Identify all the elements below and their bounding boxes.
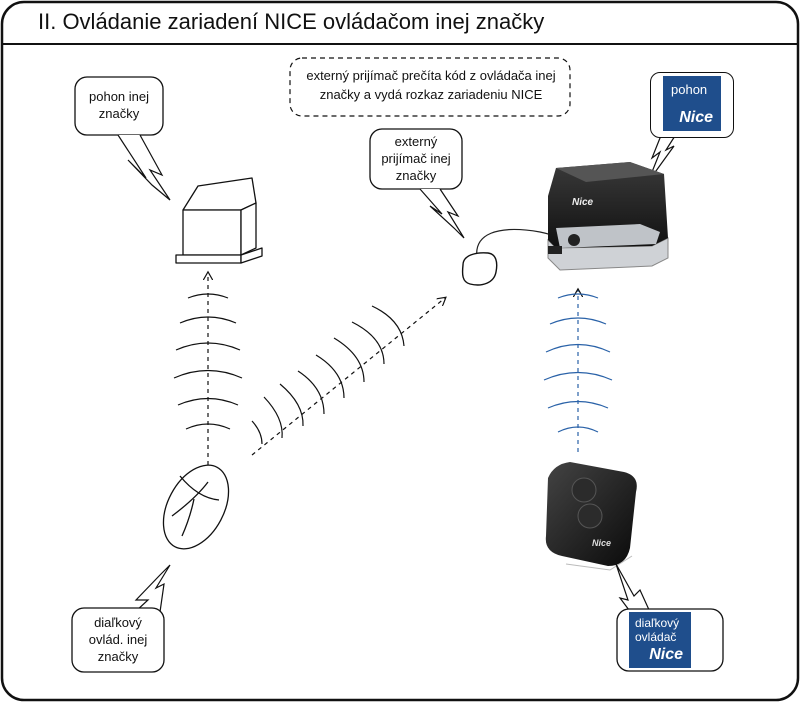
bubble-external-receiver-line: značky	[395, 168, 437, 183]
nice-motor-label-text: pohon	[671, 82, 708, 97]
bubble-other-motor-line: pohon inej	[89, 89, 149, 104]
bubble-external-receiver-line: prijímač inej	[381, 151, 451, 166]
other-remote-device	[162, 464, 230, 550]
note-box	[289, 57, 571, 117]
other-motor-device	[175, 177, 263, 264]
bubble-external-receiver	[369, 128, 465, 239]
nice-motor-device: Nice	[547, 162, 669, 271]
nice-remote-label: diaľkový ovládač Nice	[629, 612, 691, 668]
bubble-external-receiver-line: externý	[394, 134, 438, 149]
bubble-other-remote-line: ovlád. inej	[88, 632, 148, 647]
bubble-other-remote-line: značky	[97, 649, 139, 664]
nice-remote-button-bottom	[577, 503, 603, 529]
bubble-other-remote-line: diaľkový	[94, 615, 142, 630]
signal-to-external-receiver	[251, 298, 445, 456]
note-line: značky a vydá rozkaz zariadeniu NICE	[319, 87, 543, 102]
bubble-other-motor	[74, 76, 171, 201]
bubble-external-receiver-text: externý prijímač inej značky	[370, 133, 462, 184]
nice-remote-logo: Nice	[592, 538, 611, 548]
bubble-other-motor-text: pohon inej značky	[75, 88, 163, 122]
nice-remote-label-line: diaľkový	[635, 616, 680, 630]
bubble-other-remote	[71, 564, 171, 673]
nice-remote-button-top	[571, 477, 597, 503]
nice-logo: Nice	[649, 646, 683, 663]
bubble-other-motor-line: značky	[98, 106, 140, 121]
nice-remote-label-line: ovládač	[635, 630, 677, 644]
note-text: externý prijímač prečíta kód z ovládača …	[296, 66, 566, 104]
nice-logo: Nice	[679, 109, 713, 126]
nice-motor-label: pohon Nice	[663, 76, 721, 131]
waves-nice-motor	[543, 293, 613, 433]
waves-other-motor	[173, 293, 243, 430]
pointer-nice-remote	[615, 563, 651, 615]
page-title: II. Ovládanie zariadení NICE ovládačom i…	[38, 9, 545, 34]
note-line: externý prijímač prečíta kód z ovládača …	[306, 68, 556, 83]
nice-motor-logo: Nice	[572, 197, 594, 208]
waves-external-receiver	[251, 305, 405, 445]
bubble-other-remote-text: diaľkový ovlád. inej značky	[72, 614, 164, 665]
nice-remote-device: Nice	[545, 462, 637, 571]
